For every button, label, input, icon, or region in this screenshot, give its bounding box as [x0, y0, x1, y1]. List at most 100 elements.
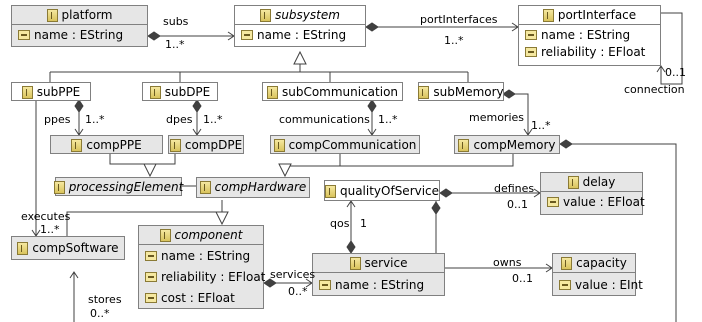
class-icon: [324, 184, 336, 198]
class-name: subsystem: [275, 8, 340, 22]
label-executes: executes: [21, 210, 71, 223]
class-compCommunication[interactable]: compCommunication: [270, 135, 420, 154]
class-icon: [273, 138, 285, 152]
mult-services: 0..*: [288, 285, 308, 298]
class-compHardware[interactable]: compHardware: [196, 177, 310, 198]
class-name: subDPE: [164, 85, 211, 99]
memories-diamond: [502, 89, 516, 99]
attribute-icon: [145, 271, 157, 282]
mult-qos: 1: [360, 217, 367, 230]
mult-executes: 1..*: [40, 223, 60, 236]
class-subPPE[interactable]: subPPE: [11, 82, 91, 101]
attribute: reliability : EFloat: [541, 45, 646, 59]
qos-diamond: [346, 240, 356, 254]
mult-stores: 0..*: [90, 307, 110, 320]
mult-ppes: 1..*: [85, 113, 105, 126]
class-name: subMemory: [433, 85, 504, 99]
procelem-gen-triangle: [143, 163, 157, 178]
class-portInterface[interactable]: portInterface name : EString reliability…: [518, 5, 661, 66]
mult-communications: 1..*: [378, 113, 398, 126]
ppes-diamond: [74, 99, 84, 113]
hardware-gen-mem: [290, 154, 514, 167]
class-processingElement[interactable]: processingElement: [53, 177, 183, 196]
connection-arrow: [656, 65, 666, 73]
stores-arrow: [69, 271, 79, 279]
mult-subs: 1..*: [165, 38, 185, 51]
attribute: name : EString: [335, 277, 425, 292]
class-qualityOfService[interactable]: qualityOfService: [324, 180, 440, 201]
class-icon: [53, 180, 65, 194]
class-icon: [567, 175, 579, 189]
class-icon: [260, 8, 272, 22]
label-defines: defines: [494, 182, 535, 195]
class-name: compPPE: [86, 138, 142, 152]
compmemory-diamond: [559, 139, 573, 149]
class-delay[interactable]: delay value : EFloat: [540, 172, 645, 215]
class-compSoftware[interactable]: compSoftware: [11, 236, 125, 260]
class-name: compSoftware: [32, 241, 119, 255]
class-platform[interactable]: platform name : EString: [11, 5, 148, 47]
component-gen-triangle: [215, 211, 229, 226]
label-communications: communications: [279, 113, 370, 126]
owns-diamond: [431, 201, 441, 215]
class-name: subPPE: [36, 85, 81, 99]
class-name: component: [174, 228, 243, 242]
class-subDPE[interactable]: subDPE: [142, 82, 218, 101]
communications-diamond: [367, 99, 377, 113]
attribute: cost : EFloat: [161, 290, 235, 305]
class-name: compHardware: [214, 180, 307, 194]
label-memories: memories: [469, 111, 525, 124]
class-icon: [149, 85, 161, 99]
hardware-gen-comm: [290, 154, 341, 167]
class-service[interactable]: service name : EString: [312, 253, 445, 296]
class-name: service: [364, 256, 408, 270]
subs-diamond: [147, 31, 161, 41]
attribute-icon: [18, 29, 30, 40]
class-name: compMemory: [473, 138, 556, 152]
component-gen-sw: [66, 211, 222, 236]
attribute-icon: [559, 279, 571, 290]
class-icon: [349, 256, 361, 270]
label-portInterfaces: portInterfaces: [420, 13, 498, 26]
class-capacity[interactable]: capacity value : EInt: [552, 253, 643, 296]
label-dpes: dpes: [166, 113, 193, 126]
class-icon: [561, 256, 573, 270]
connection-edge: [660, 12, 683, 85]
class-icon: [199, 180, 211, 194]
class-name: delay: [582, 175, 616, 189]
class-compPPE[interactable]: compPPE: [50, 135, 163, 154]
class-compDPE[interactable]: compDPE: [168, 135, 244, 154]
class-icon: [46, 8, 58, 22]
attribute: name : EString: [34, 27, 124, 42]
class-name: platform: [61, 8, 113, 22]
class-name: compCommunication: [288, 138, 417, 152]
attribute: value : EFloat: [563, 194, 645, 209]
qos-arrow: [346, 200, 356, 208]
class-component[interactable]: component name : EString reliability : E…: [138, 225, 265, 309]
class-subsystem[interactable]: subsystem name : EString: [234, 5, 366, 47]
class-subMemory[interactable]: subMemory: [418, 82, 504, 101]
class-icon: [159, 228, 171, 242]
attribute: value : EInt: [575, 277, 643, 292]
class-icon: [542, 8, 554, 22]
subsystem-gen-triangle: [293, 50, 307, 65]
dpes-diamond: [192, 99, 202, 113]
attribute-icon: [525, 29, 537, 40]
portInterfaces-diamond: [365, 22, 379, 32]
defines-diamond: [439, 188, 453, 198]
class-icon: [418, 85, 430, 99]
mult-memories: 1..*: [531, 119, 551, 132]
class-icon: [21, 85, 33, 99]
class-name: qualityOfService: [339, 184, 440, 198]
class-icon: [266, 85, 278, 99]
class-icon: [169, 138, 181, 152]
label-stores: stores: [88, 293, 122, 306]
mult-connection: 0..1: [665, 66, 686, 79]
attribute-icon: [145, 251, 157, 261]
class-subCommunication[interactable]: subCommunication: [262, 82, 403, 101]
class-name: portInterface: [557, 8, 637, 22]
label-services: services: [270, 268, 316, 281]
class-compMemory[interactable]: compMemory: [454, 135, 560, 154]
